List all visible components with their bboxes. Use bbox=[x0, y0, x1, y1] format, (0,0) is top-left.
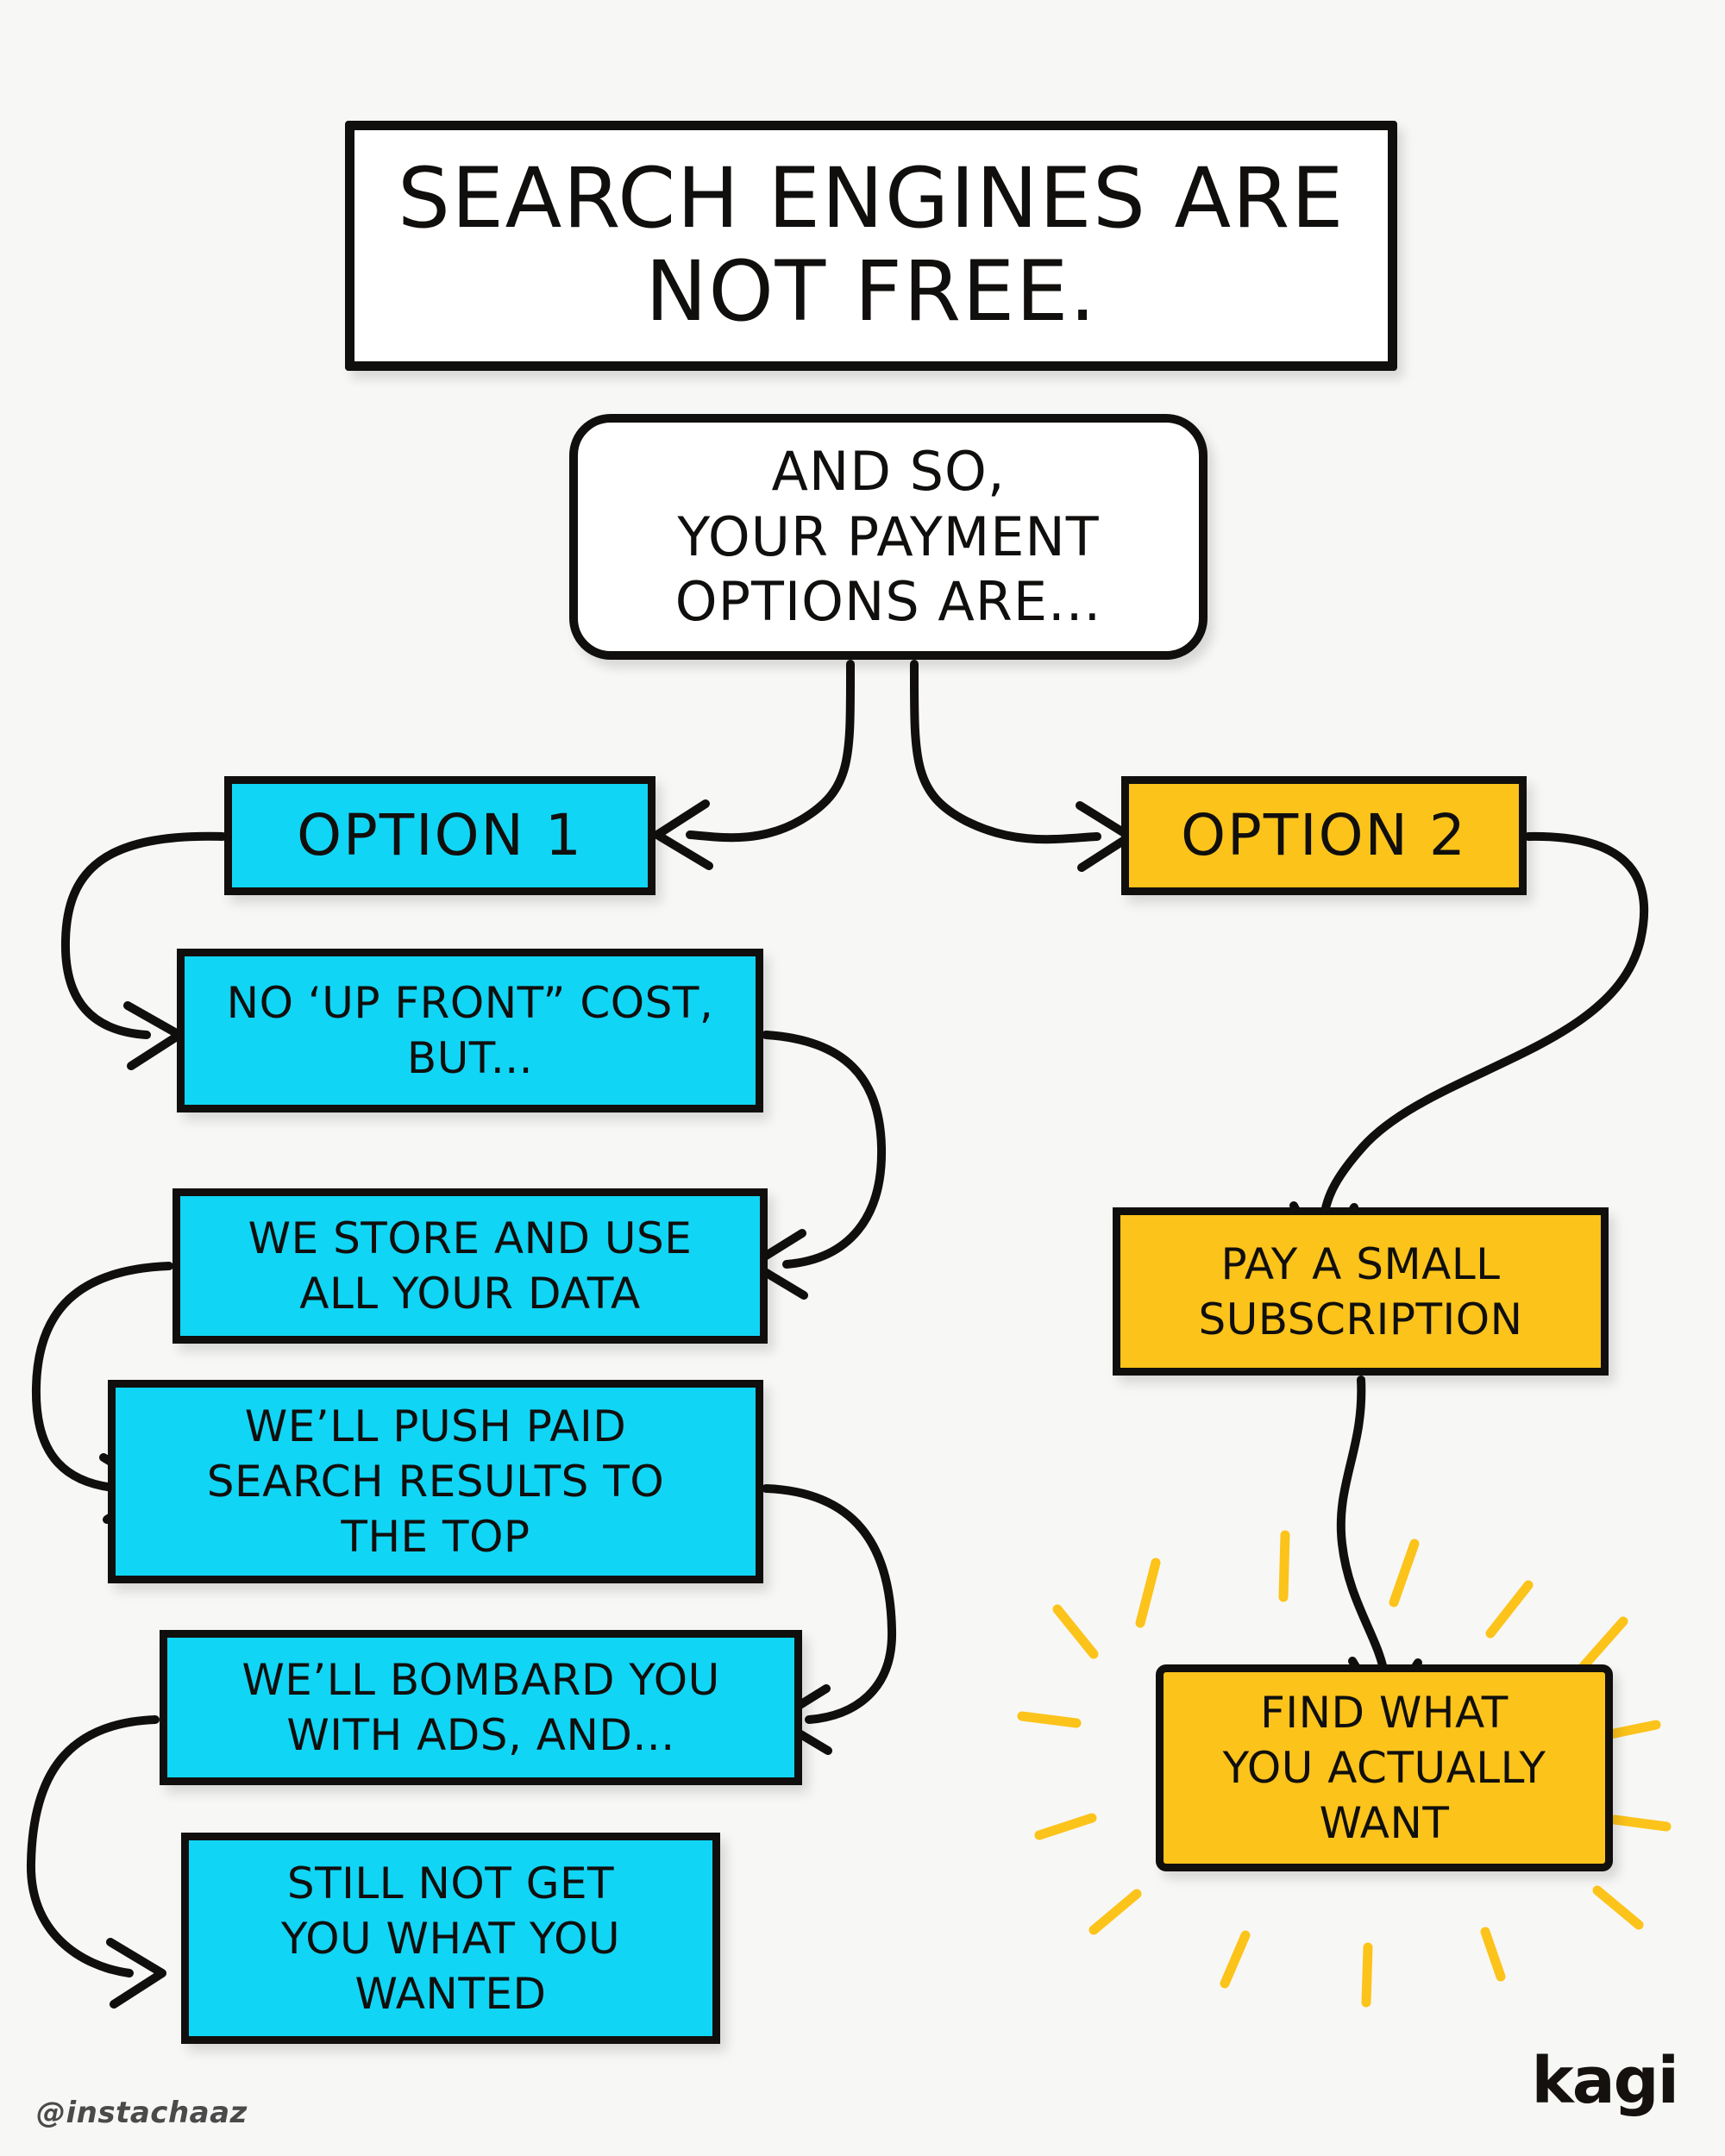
option-1-step-2-text: WE STORE AND USE ALL YOUR DATA bbox=[248, 1213, 693, 1319]
option-1-step-4-text: WE’LL BOMBARD YOU WITH ADS, AND... bbox=[242, 1655, 720, 1760]
kagi-logo: kagi bbox=[1531, 2044, 1679, 2118]
option-1-step-2: WE STORE AND USE ALL YOUR DATA bbox=[172, 1188, 768, 1344]
option-1-step-3-text: WE’LL PUSH PAID SEARCH RESULTS TO THE TO… bbox=[206, 1401, 665, 1562]
option-1-step-3: WE’LL PUSH PAID SEARCH RESULTS TO THE TO… bbox=[108, 1380, 763, 1583]
option-1-step-4: WE’LL BOMBARD YOU WITH ADS, AND... bbox=[160, 1630, 802, 1785]
option-1-label: OPTION 1 bbox=[297, 801, 583, 868]
option-2-step-2-text: FIND WHAT YOU ACTUALLY WANT bbox=[1222, 1688, 1546, 1848]
option-1-step-1: NO ‘UP FRONT” COST, BUT... bbox=[177, 949, 763, 1112]
option-2-step-1: PAY A SMALL SUBSCRIPTION bbox=[1113, 1207, 1609, 1376]
artist-handle: @instachaaz bbox=[36, 2096, 248, 2130]
option-2-step-1-text: PAY A SMALL SUBSCRIPTION bbox=[1198, 1238, 1523, 1344]
page-title: SEARCH ENGINES ARE NOT FREE. bbox=[397, 150, 1346, 340]
title-card: SEARCH ENGINES ARE NOT FREE. bbox=[345, 121, 1397, 371]
option-2-step-2: FIND WHAT YOU ACTUALLY WANT bbox=[1156, 1664, 1613, 1871]
speech-bubble-text: AND SO, YOUR PAYMENT OPTIONS ARE... bbox=[674, 440, 1102, 634]
speech-bubble: AND SO, YOUR PAYMENT OPTIONS ARE... bbox=[569, 414, 1208, 660]
option-1-header: OPTION 1 bbox=[224, 776, 656, 895]
option-1-step-5-text: STILL NOT GET YOU WHAT YOU WANTED bbox=[280, 1858, 621, 2019]
option-1-step-1-text: NO ‘UP FRONT” COST, BUT... bbox=[226, 978, 714, 1083]
option-2-header: OPTION 2 bbox=[1121, 776, 1527, 895]
option-2-label: OPTION 2 bbox=[1181, 801, 1467, 868]
option-1-step-5: STILL NOT GET YOU WHAT YOU WANTED bbox=[181, 1833, 720, 2044]
